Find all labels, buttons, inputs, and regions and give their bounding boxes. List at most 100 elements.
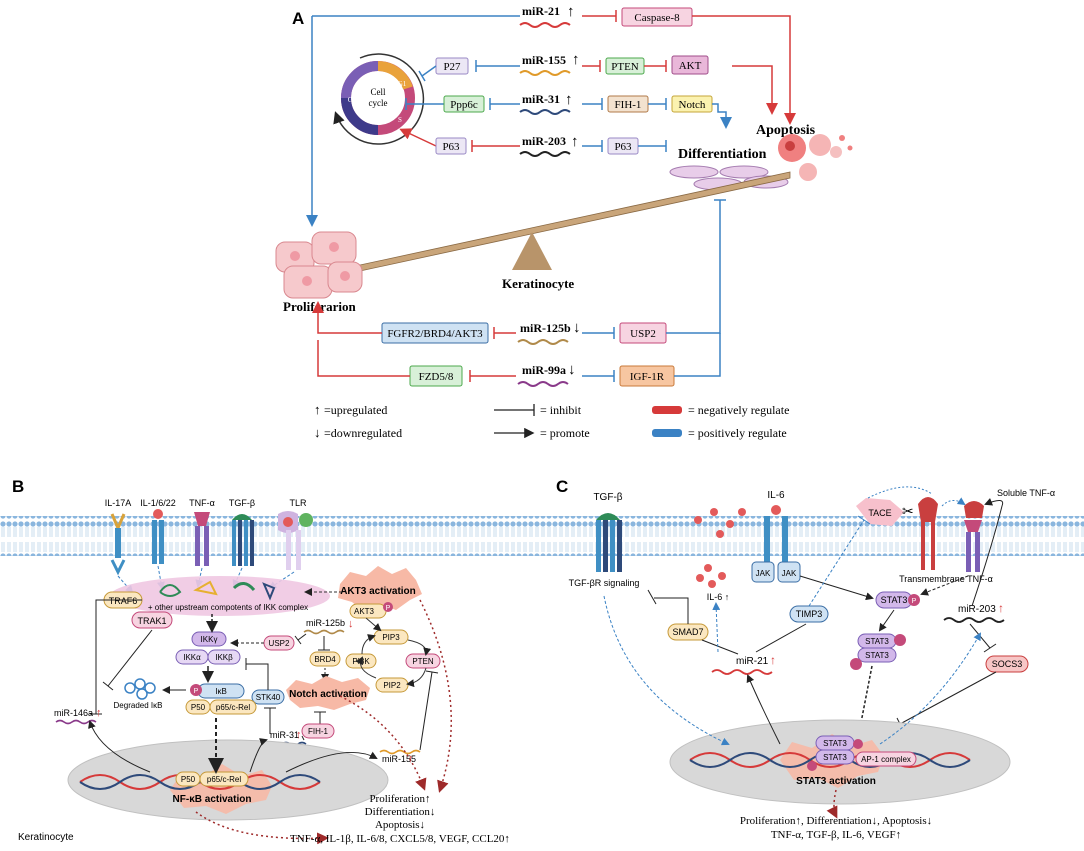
mirna-strand-icon [379,749,421,755]
usp2-b-label: USP2 [269,639,290,648]
il6-up-label: IL-6 ↑ [707,592,730,602]
akt3-activation-label: AKT3 activation [340,586,416,597]
il6-receptor-icon [764,505,788,562]
panel-b-label: B [12,477,24,496]
receptor-tgfb-icon [232,514,254,566]
up-arrow-icon: ↑ [96,707,102,719]
degraded-ikb-icon [124,678,156,700]
smad7-label: SMAD7 [672,627,703,637]
stat3-nuc-bottom-label: STAT3 [823,753,847,762]
cell-cycle-icon: Cell cycle M G1 G2 S [333,53,425,145]
il6-label: IL-6 [767,490,785,501]
legend-neg-swatch [652,406,682,414]
stat3-dimer-bottom-label: STAT3 [865,651,889,660]
cell-membrane [0,516,1084,556]
socs3-box [985,655,1029,673]
caspase8-label: Caspase-8 [634,12,680,24]
fih1-b-label: FIH-1 [308,727,329,736]
mirna-strand-icon [517,339,569,345]
ap1-box [855,751,917,767]
phase-g2: G2 [348,96,357,104]
dna-c-icon [689,752,971,768]
mir125b-label: miR-125b [520,321,571,335]
mir146a-label: miR-146a [54,708,93,718]
tace-label: TACE [868,508,891,518]
fih1-b-box [301,723,335,739]
akt3-label: AKT3 [354,607,375,616]
ikk-upstream-icons [159,580,276,601]
down-arrow-icon: ↓ [348,618,354,630]
jak-right-label: JAK [782,569,797,578]
trak1-box [131,611,173,629]
ikka-label: IKKα [183,653,201,662]
mir31-b-label: miR-31 [270,730,299,740]
pip2-label: PIP2 [383,681,401,690]
balance-fulcrum [512,232,552,270]
legend-down-icon: ↓ [314,425,321,440]
mirna-strand-icon [519,22,571,28]
up-arrow-icon: ↑ [998,601,1004,615]
mir31-label: miR-31 [522,92,560,106]
degraded-ikb-label: Degraded IκB [114,701,163,710]
receptor-tnfa-label: TNF-α [189,498,215,508]
mir99a-label: miR-99a [522,363,566,377]
mir155-label: miR-155 [522,53,566,67]
p65-label: p65/c-Rel [216,703,250,712]
nfkb-p50-label: P50 [181,775,196,784]
receptor-il17a-label: IL-17A [105,498,132,508]
stat3-dimer-top-label: STAT3 [865,637,889,646]
outcome-c-2: TNF-α, TGF-β, IL-6, VEGF↑ [771,829,901,841]
stat3-nuc-top-label: STAT3 [823,739,847,748]
igf1r-label: IGF-1R [630,371,665,383]
ikkb-box [207,649,241,665]
receptor-tlr-label: TLR [289,498,307,508]
panel-c-label: C [556,477,568,496]
mirna-strand-icon [519,70,571,76]
mirna-strand-icon [519,151,571,157]
akt3-p-label: P [386,605,391,612]
apoptosis-label: Apoptosis [756,123,816,138]
stk40-label: STK40 [256,693,281,702]
cell-cycle-text-1: Cell [371,87,386,97]
outcome-c-1: Proliferation↑, Differentiation↓, Apopto… [740,815,932,827]
down-arrow-icon: ↓ [573,320,581,336]
stat3-c-p: P [912,598,917,605]
mirna-strand-icon [943,617,1005,623]
proliferation-label: Proliferarion [283,299,356,314]
mirna-strand-icon [519,109,571,115]
p50-label: P50 [191,703,206,712]
up-arrow-icon: ↑ [567,4,575,20]
il6-molecules-icon [694,508,746,588]
outcome-b-3: Apoptosis↓ [375,819,425,831]
receptor-il17a-icon [110,513,126,576]
legend-inhibit: = inhibit [540,403,582,417]
mirna-strand-icon [517,381,569,387]
down-arrow-icon: ↓ [568,362,576,378]
jak-right-box [777,561,801,583]
fzd-label: FZD5/8 [419,371,454,383]
tgfbr-label: TGF-βR signaling [569,578,640,588]
tnfa-receptor-c-icon [964,520,982,572]
ikk-complex-label: + other upstream compotents of IKK compl… [148,603,308,612]
ppp6c-label: Ppp6c [450,99,478,111]
outcome-b-1: Proliferation↑ [369,793,430,805]
up-arrow-icon: ↑ [565,92,573,108]
socs3-label: SOCS3 [992,659,1023,669]
receptor-tgfb-label: TGF-β [229,498,255,508]
pten-b-box [405,653,441,669]
notch-activation-label: Notch activation [289,689,367,700]
mir203-label: miR-203 [522,134,566,148]
phase-m: M [370,72,377,80]
panel-c: C TGF-β TGF-βR signaling IL-6 JAK JAK IL… [556,477,1055,841]
legend-pos: = positively regulate [688,426,787,440]
nfkb-activation-label: NF-κB activation [173,794,252,805]
receptor-il1-label: IL-1/6/22 [140,498,176,508]
fgfr2-label: FGFR2/BRD4/AKT3 [387,328,483,340]
tgfb-receptor-icon [596,513,622,572]
pten-label: PTEN [611,61,639,73]
legend-pos-swatch [652,429,682,437]
p27-label: P27 [443,61,461,73]
transmembrane-label: Transmembrane TNF-α [899,574,993,584]
legend-up-icon: ↑ [314,402,321,417]
fih1-label: FIH-1 [615,99,642,111]
